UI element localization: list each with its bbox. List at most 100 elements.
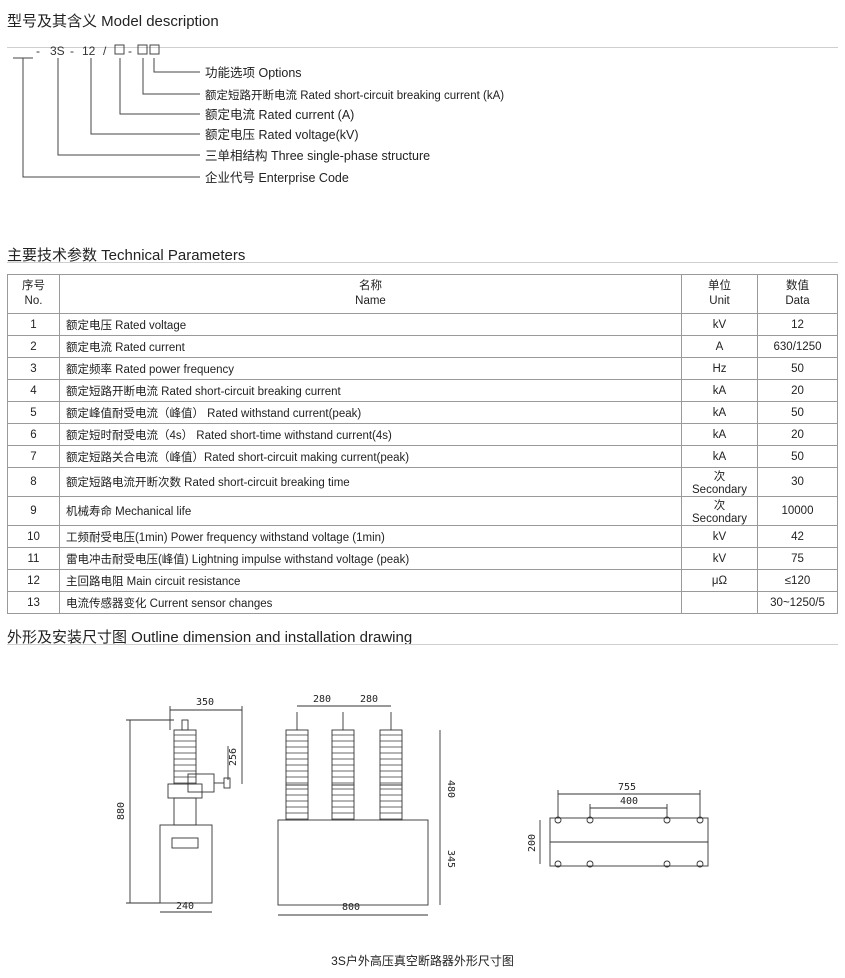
cell-data: 20 [757, 423, 838, 446]
cell-name: 额定短路电流开断次数 Rated short-circuit breaking … [58, 467, 683, 497]
cell-no: 12 [7, 569, 60, 592]
header-name-en: Name [355, 295, 386, 307]
cell-data: ≤120 [757, 569, 838, 592]
cell-unit [681, 591, 758, 614]
dim-mount-inner: 400 [620, 796, 638, 807]
dim-side-width: 350 [196, 697, 214, 708]
cell-name: 额定电压 Rated voltage [58, 313, 683, 336]
cell-data: 50 [757, 401, 838, 424]
header-unit-en: Unit [709, 295, 730, 307]
dim-front-width: 800 [342, 902, 360, 913]
cell-unit: kA [681, 445, 758, 468]
cell-no: 2 [7, 335, 60, 358]
cell-name: 额定短路关合电流（峰值）Rated short-circuit making c… [58, 445, 683, 468]
header-name-cn: 名称 [358, 280, 382, 292]
cell-no: 7 [7, 445, 60, 468]
dim-side-top: 256 [228, 748, 239, 766]
section-divider [7, 47, 838, 48]
outline-dimension-drawing: 350 256 880 240 280 280 480 345 800 755 [116, 694, 709, 916]
cell-no: 6 [7, 423, 60, 446]
cell-unit: kV [681, 547, 758, 570]
header-unit-cn: 单位 [708, 280, 731, 292]
cell-data: 10000 [757, 496, 838, 526]
dim-side-height: 880 [116, 802, 127, 820]
cell-no: 5 [7, 401, 60, 424]
cell-no: 13 [7, 591, 60, 614]
cell-unit: kA [681, 401, 758, 424]
cell-name: 电流传感器变化 Current sensor changes [58, 591, 683, 614]
cell-unit: Hz [681, 357, 758, 380]
dim-front-pitch1: 280 [313, 694, 331, 705]
cell-unit: kV [681, 313, 758, 336]
dim-side-base: 240 [176, 901, 194, 912]
dim-front-pitch2: 280 [360, 694, 378, 705]
header-no-en: No. [24, 295, 43, 307]
header-name: 名称 Name [58, 274, 683, 314]
cell-no: 8 [7, 467, 60, 497]
cell-name: 额定短时耐受电流（4s） Rated short-time withstand … [58, 423, 683, 446]
cell-data: 50 [757, 445, 838, 468]
header-unit: 单位 Unit [681, 274, 758, 314]
outline-section-title: 外形及安装尺寸图 Outline dimension and installat… [7, 629, 413, 646]
desc-structure: 三单相结构 Three single-phase structure [205, 148, 430, 163]
header-data-en: Data [785, 295, 810, 307]
cell-unit: kA [681, 423, 758, 446]
cell-data: 12 [757, 313, 838, 336]
dim-front-lower: 345 [445, 850, 456, 868]
cell-name: 主回路电阻 Main circuit resistance [58, 569, 683, 592]
code-voltage: 12 [82, 44, 96, 58]
cell-unit: A [681, 335, 758, 358]
code-slash: / [103, 44, 107, 58]
cell-unit: kA [681, 379, 758, 402]
cell-no: 11 [7, 547, 60, 570]
cell-data: 42 [757, 525, 838, 548]
mounting-plan [539, 790, 709, 868]
dim-mount-outer: 755 [618, 782, 636, 793]
header-no-cn: 序号 [21, 280, 45, 292]
cell-name: 额定短路开断电流 Rated short-circuit breaking cu… [58, 379, 683, 402]
cell-unit: kV [681, 525, 758, 548]
cell-name: 额定频率 Rated power frequency [58, 357, 683, 380]
model-code-diagram: - 3S - 12 / - 功能选项 Options 额定短路开断电流 Rate… [13, 44, 504, 185]
cell-data: 630/1250 [757, 335, 838, 358]
dim-front-upper: 480 [445, 780, 456, 798]
front-view [277, 705, 441, 916]
code-sep2: - [70, 44, 74, 58]
side-view [126, 706, 243, 913]
code-structure: 3S [50, 44, 65, 58]
code-sep3: - [128, 44, 132, 58]
params-section-title: 主要技术参数 Technical Parameters [7, 247, 246, 264]
cell-name: 雷电冲击耐受电压(峰值) Lightning impulse withstand… [58, 547, 683, 570]
cell-name: 机械寿命 Mechanical life [58, 496, 683, 526]
desc-rated-voltage: 额定电压 Rated voltage(kV) [205, 127, 359, 142]
drawing-caption: 3S户外高压真空断路器外形尺寸图 [331, 954, 514, 968]
cell-data: 30~1250/5 [757, 591, 838, 614]
cell-unit: μΩ [681, 569, 758, 592]
cell-name: 额定电流 Rated current [58, 335, 683, 358]
model-section-title: 型号及其含义 Model description [7, 13, 219, 30]
cell-no: 1 [7, 313, 60, 336]
cell-data: 50 [757, 357, 838, 380]
cell-data: 30 [757, 467, 838, 497]
cell-data: 75 [757, 547, 838, 570]
desc-rated-current: 额定电流 Rated current (A) [205, 107, 354, 122]
cell-name: 额定峰值耐受电流（峰值） Rated withstand current(pea… [58, 401, 683, 424]
cell-no: 3 [7, 357, 60, 380]
desc-breaking-current: 额定短路开断电流 Rated short-circuit breaking cu… [205, 88, 504, 102]
cell-no: 4 [7, 379, 60, 402]
header-no: 序号 No. [7, 274, 60, 314]
cell-data: 20 [757, 379, 838, 402]
cell-no: 9 [7, 496, 60, 526]
